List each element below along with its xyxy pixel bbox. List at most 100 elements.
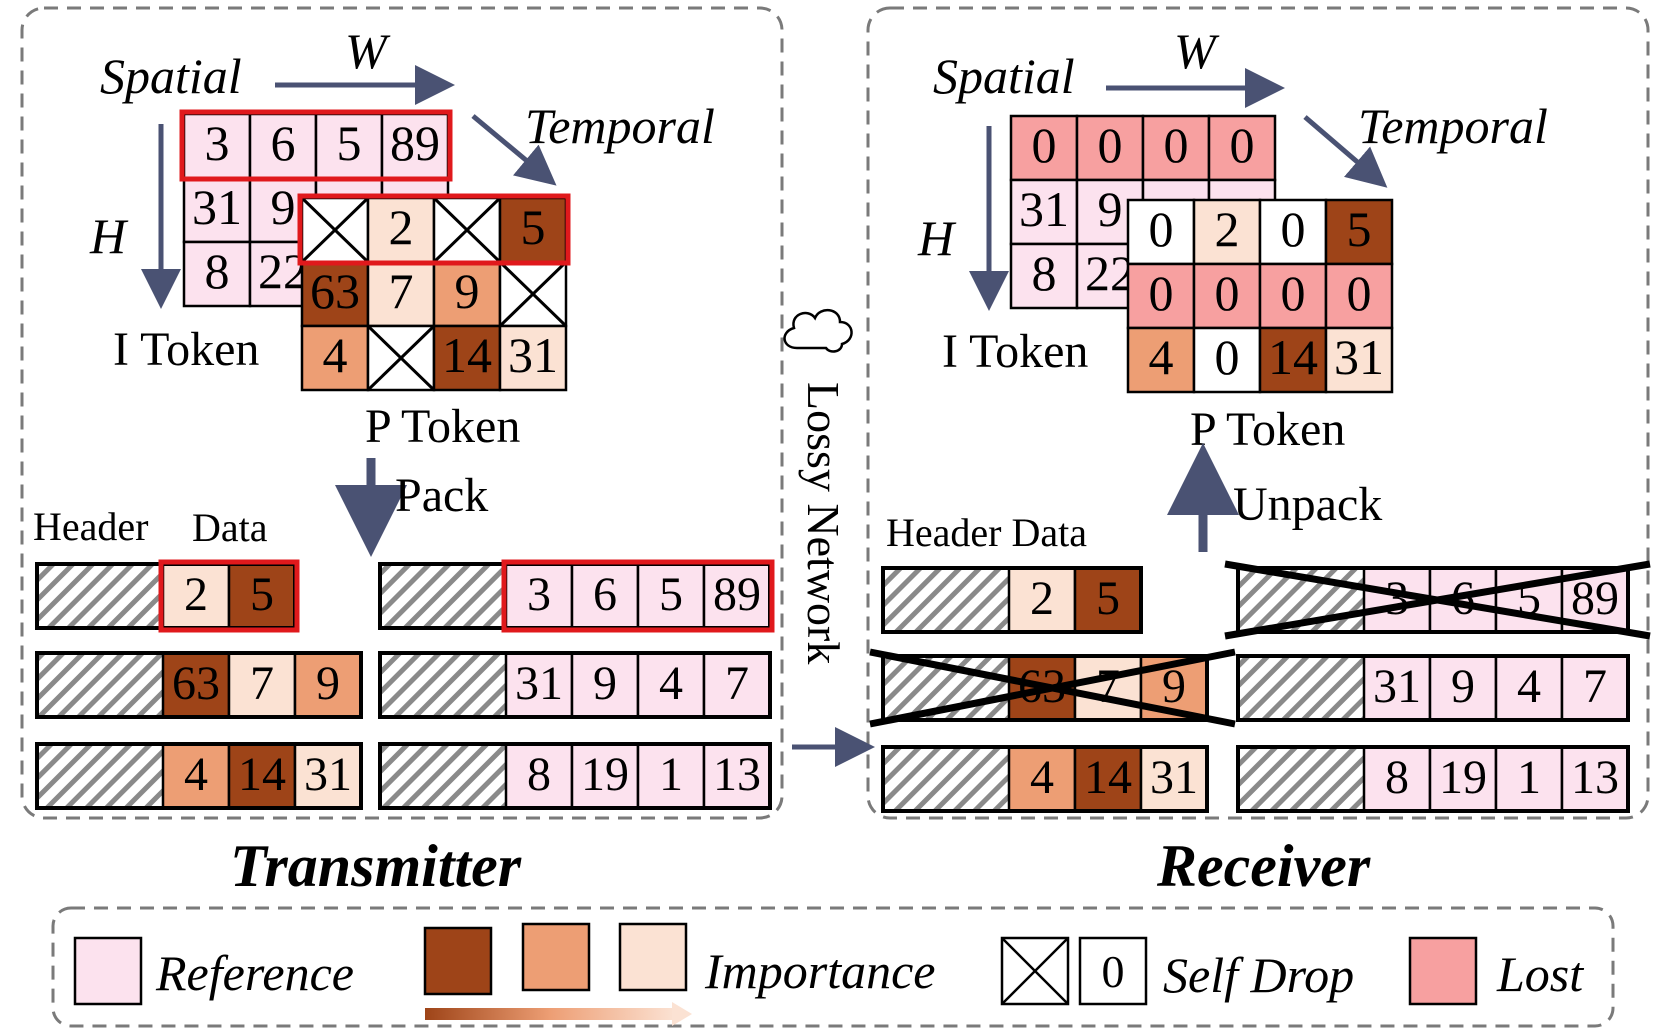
packet-cell: 5 (1073, 566, 1143, 634)
transmitter-panel (20, 6, 784, 820)
packet-cell-value: 31 (1150, 751, 1198, 804)
rx-h-label: H (917, 210, 957, 266)
tx-i-packet-highlight (501, 559, 775, 633)
legend-importance-high-swatch (423, 926, 493, 996)
rx-i-grid-cell-value: 22 (1085, 245, 1135, 301)
packet-cell-value: 2 (184, 568, 208, 621)
legend-reference-label: Reference (155, 945, 354, 1001)
packet-cell-value: 13 (713, 748, 761, 801)
packet-cell-value: 2 (1030, 572, 1054, 625)
rx-p-grid-cell: 0 (1258, 262, 1328, 330)
rx-p-grid-cell-box (1258, 326, 1328, 394)
packet-cell-value: 1 (1517, 751, 1541, 804)
tx-p-grid-cell: 2 (366, 196, 436, 264)
packet-cell-value: 7 (250, 657, 274, 710)
packet-cell: 2 (1007, 566, 1077, 634)
rx-p-grid-cell-value: 31 (1334, 329, 1384, 385)
rx-title: Receiver (1156, 833, 1371, 899)
tx-i-grid-cell-value: 6 (271, 115, 296, 171)
packet-cell-value: 14 (238, 748, 286, 801)
packet-cell-box (570, 742, 640, 810)
tx-p-grid-cell-value: 14 (442, 327, 492, 383)
tx-i-grid-cell-value: 3 (205, 115, 230, 171)
tx-p-grid-cell (300, 196, 370, 264)
rx-p-grid-cell: 0 (1324, 262, 1394, 330)
tx-i-grid-cell-value: 31 (192, 179, 242, 235)
packet-cell-value: 8 (1385, 751, 1409, 804)
tx-p-grid-cell-value: 2 (389, 199, 414, 255)
tx-i-grid-cell: 5 (314, 112, 384, 180)
packet-cell: 5 (227, 562, 297, 630)
tx-i-row-highlight (179, 109, 453, 182)
rx-i-grid-cell-box (1207, 114, 1277, 182)
legend-self-drop-label: Self Drop (1163, 947, 1354, 1003)
packet-cell-value: 89 (1571, 572, 1619, 625)
packet-cell: 19 (1428, 745, 1498, 813)
tx-temporal-label: Temporal (525, 98, 715, 154)
packet-cell-value: 7 (1096, 660, 1120, 713)
packet-outline (35, 651, 363, 719)
cloud-icon (783, 309, 853, 353)
rx-p-grid-cell: 0 (1126, 262, 1196, 330)
packet-outline (881, 654, 1209, 722)
tx-i-grid-cell-box (182, 240, 252, 308)
packet-cell: 1 (1494, 745, 1564, 813)
packet-header (37, 744, 163, 808)
rx-p-grid-cell-box (1324, 326, 1394, 394)
tx-i-grid-cell-box (314, 112, 384, 180)
rx-p-grid-cell-value: 0 (1347, 265, 1372, 321)
tx-title: Transmitter (230, 833, 522, 899)
rx-i-grid-cell-value: 0 (1098, 117, 1123, 173)
packet-cell: 19 (570, 742, 640, 810)
tx-data-label: Data (192, 505, 268, 550)
tx-p-grid-cell: 31 (498, 324, 568, 392)
legend-importance-gradient (425, 1008, 675, 1020)
rx-unpack-label: Unpack (1233, 478, 1382, 531)
packet-header (1238, 747, 1364, 811)
rx-temporal-arrow (1303, 115, 1388, 188)
packet-cell: 7 (227, 651, 297, 719)
rx-i-grid-cell: 0 (1207, 114, 1277, 182)
x-icon (498, 260, 568, 328)
rx-i-grid-cell-box (1009, 114, 1079, 182)
tx-p-grid-cell (432, 196, 502, 264)
packet-outline (1236, 745, 1630, 813)
packet-cell-box (161, 562, 231, 630)
rx-p-grid-cell-value: 2 (1215, 201, 1240, 257)
legend-lost-swatch (1408, 936, 1478, 1006)
legend-x-icon-b (1001, 937, 1069, 1005)
rx-p-grid-cell-box (1126, 198, 1196, 266)
tx-p-grid-cell-box (300, 324, 370, 392)
tx-p-row-highlight (297, 193, 571, 266)
packet-header (37, 564, 163, 628)
packet-cell: 8 (504, 742, 574, 810)
packet-cell-value: 31 (304, 748, 352, 801)
rx-p-grid-cell: 14 (1258, 326, 1328, 394)
tx-p-grid-cell: 63 (300, 260, 370, 328)
packet-cell-value: 7 (725, 657, 749, 710)
packet-cell-value: 9 (316, 657, 340, 710)
packet-cell-value: 3 (1385, 572, 1409, 625)
rx-p-grid-cell: 0 (1126, 198, 1196, 266)
rx-i-token-label: I Token (942, 325, 1088, 378)
legend: Reference Importance 0 Self Drop Lost (73, 922, 1584, 1026)
rx-i-grid-cell-box (1141, 114, 1211, 182)
packet-header (380, 653, 506, 717)
tx-i-token-label: I Token (113, 323, 259, 376)
packet-cell-box (1073, 654, 1143, 722)
tx-p-token-label: P Token (365, 400, 520, 453)
rx-p-grid-cell-value: 4 (1149, 329, 1174, 385)
packet-cell-value: 5 (659, 568, 683, 621)
packet-cell-value: 7 (1583, 660, 1607, 713)
tx-w-label: W (345, 23, 391, 79)
rx-p-grid-cell-box (1258, 262, 1328, 330)
rx-header-data-label: Header Data (886, 510, 1087, 555)
packet-cell: 31 (1362, 654, 1432, 722)
packet-cell: 1 (636, 742, 706, 810)
rx-p-grid-cell: 2 (1192, 198, 1262, 266)
receiver-panel (866, 6, 1650, 820)
